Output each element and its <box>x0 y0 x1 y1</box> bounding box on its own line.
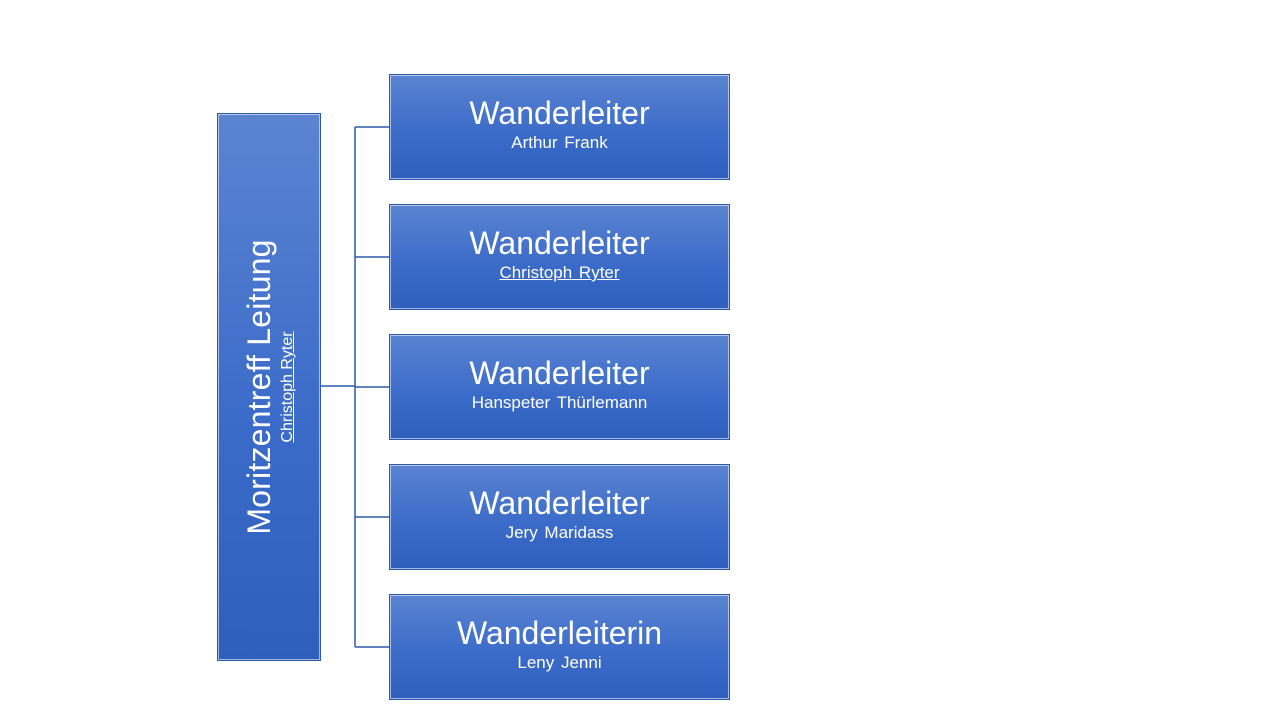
root-node-text: Moritzentreff Leitung Christoph Ryter <box>240 113 298 661</box>
child-node-1: Wanderleiter Arthur Frank <box>389 74 730 180</box>
child-title: Wanderleiter <box>469 485 650 521</box>
child-title: Wanderleiterin <box>456 615 663 651</box>
child-node-5: Wanderleiterin Leny Jenni <box>389 594 730 700</box>
child-node-3: Wanderleiter Hanspeter Thürlemann <box>389 334 730 440</box>
root-title: Moritzentreff Leitung <box>241 239 277 535</box>
child-node-2: Wanderleiter Christoph Ryter <box>389 204 730 310</box>
root-node: Moritzentreff Leitung Christoph Ryter <box>217 113 321 661</box>
child-title: Wanderleiter <box>469 225 650 261</box>
child-name: Leny Jenni <box>517 653 602 672</box>
child-name: Arthur Frank <box>511 133 608 152</box>
root-subtitle: Christoph Ryter <box>279 331 296 443</box>
child-name: Christoph Ryter <box>499 263 620 282</box>
child-title: Wanderleiter <box>469 95 650 131</box>
child-name: Hanspeter Thürlemann <box>471 393 648 412</box>
child-node-4: Wanderleiter Jery Maridass <box>389 464 730 570</box>
child-title: Wanderleiter <box>469 355 650 391</box>
child-name: Jery Maridass <box>505 523 614 542</box>
